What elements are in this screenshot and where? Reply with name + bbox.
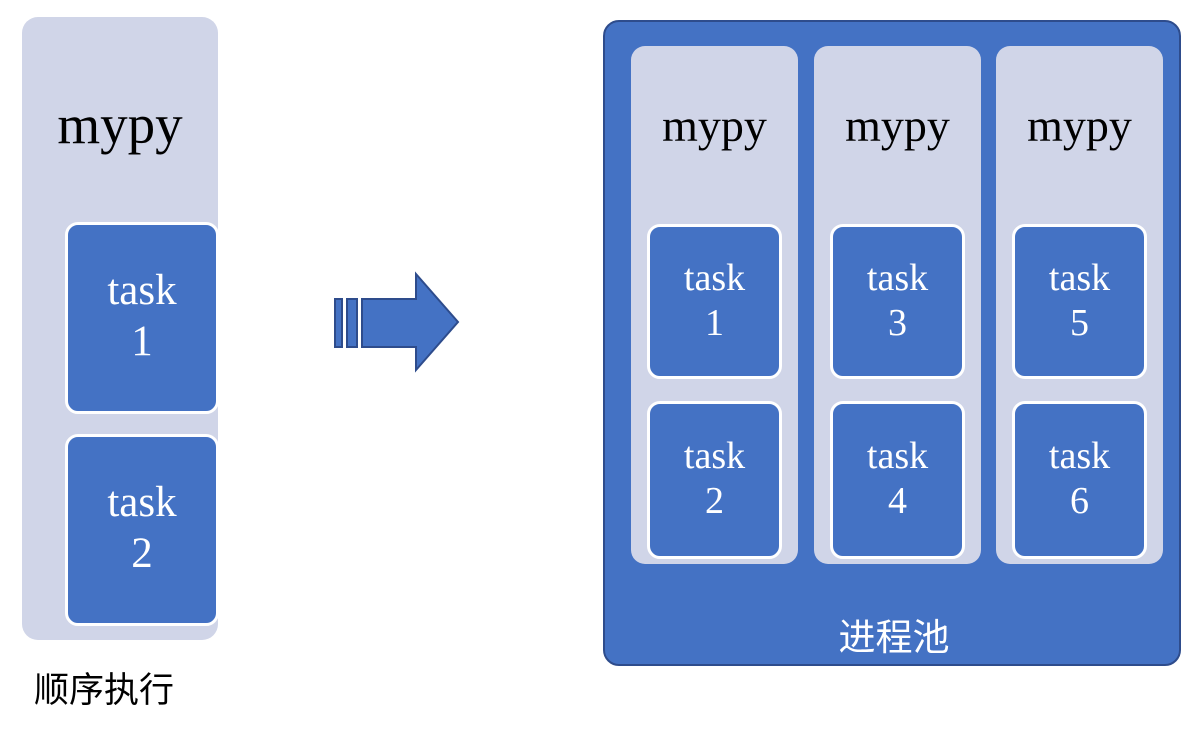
task-word-label: task [107,478,177,526]
task-number-label: 5 [1070,301,1089,344]
pool-task-box-3: task 3 [830,224,965,379]
task-word-label: task [107,266,177,314]
task-number-label: 3 [888,301,907,344]
sequential-task-box-1: task 1 [65,222,219,414]
sequential-execution-caption: 顺序执行 [34,671,175,710]
pool-mypy-label: mypy [662,100,767,151]
task-number-label: 1 [131,317,153,365]
pool-task-box-4: task 4 [830,401,965,559]
task-word-label: task [683,435,746,477]
pool-task-box-6: task 6 [1012,401,1147,559]
process-pool-label: 进程池 [838,617,950,658]
task-number-label: 1 [705,301,724,344]
pool-mypy-label: mypy [1027,100,1132,151]
task-number-label: 4 [888,480,907,522]
task-word-label: task [866,256,929,299]
sequential-task-box-2: task 2 [65,434,219,626]
task-number-label: 6 [1070,480,1089,522]
pool-task-box-1: task 1 [647,224,782,379]
task-number-label: 2 [705,480,724,522]
task-word-label: task [866,435,929,477]
task-word-label: task [683,256,746,299]
pool-worker-column-3: mypy task 5 task 6 [996,46,1163,564]
pool-worker-column-2: mypy task 3 task 4 [814,46,981,564]
pool-task-box-2: task 2 [647,401,782,559]
sequential-mypy-label: mypy [57,94,183,155]
process-pool-container: mypy task 1 task 2 mypy task 3 task 4 my… [603,20,1181,666]
pool-worker-column-1: mypy task 1 task 2 [631,46,798,564]
sequential-execution-container: mypy task 1 task 2 [22,17,219,640]
pool-task-box-5: task 5 [1012,224,1147,379]
right-arrow-icon [330,268,464,376]
task-word-label: task [1048,256,1111,299]
task-number-label: 2 [131,529,153,577]
task-word-label: task [1048,435,1111,477]
pool-mypy-label: mypy [845,100,950,151]
